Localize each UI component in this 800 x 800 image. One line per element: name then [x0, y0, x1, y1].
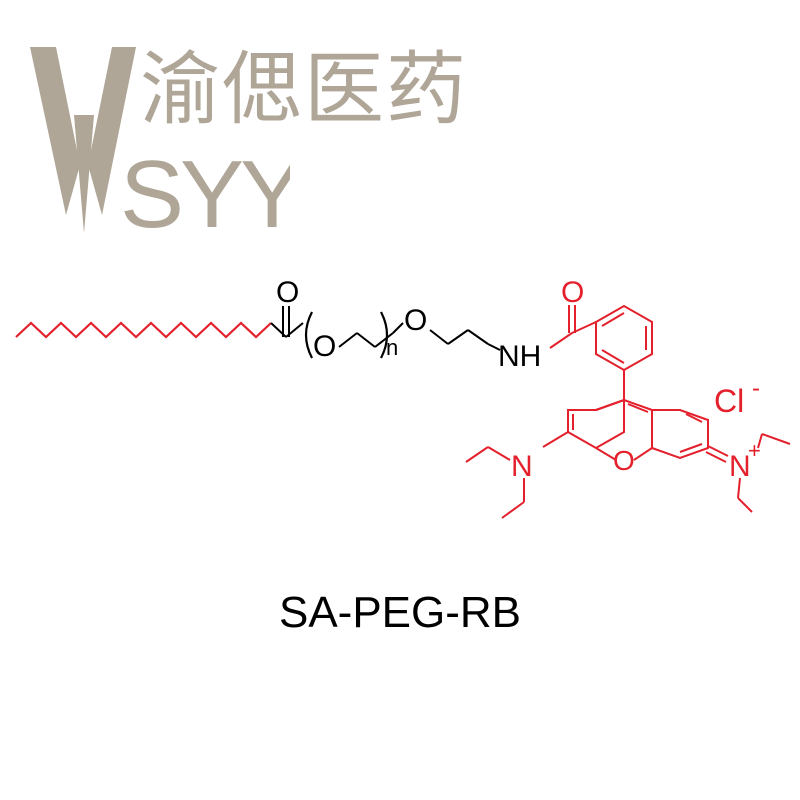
iminium-ethyl-1a — [757, 433, 763, 449]
benzene-double-1 — [601, 312, 625, 327]
xanthene-right-inner-2 — [679, 443, 703, 453]
iminium-nitrogen-label: N — [729, 450, 751, 483]
xanthene-exo-double — [627, 403, 649, 413]
brand-letters: SYY — [120, 145, 290, 240]
company-name: 渝偲医药 — [140, 43, 468, 136]
stearic-acid-chain — [15, 321, 272, 339]
compound-name: SA-PEG-RB — [278, 588, 522, 637]
peg-bond-3 — [374, 332, 394, 348]
brand-letters-text: SYY — [120, 145, 290, 240]
ester-bond — [285, 322, 304, 338]
xanthene-right-inner — [685, 413, 703, 423]
peg-repeat-subscript: n — [386, 335, 398, 360]
benzene-double-3 — [601, 349, 625, 364]
amine-ring-bond — [542, 431, 569, 448]
peg-bond-4 — [392, 322, 404, 334]
iminium-ethyl-1b — [761, 433, 791, 445]
xanthene-left-ring — [567, 398, 625, 450]
xanthene-oxygen-label: O — [613, 445, 635, 476]
iminium-ethyl-2a — [737, 477, 741, 499]
amine-nitrogen-label: N — [511, 450, 533, 483]
iminium-ethyl-2b — [737, 497, 753, 513]
logo-right-wing — [88, 47, 136, 215]
amide-to-ring — [571, 321, 597, 334]
iminium-charge-label: + — [748, 438, 761, 463]
amine-ethyl-1a — [487, 446, 511, 461]
amide-nh-label: NH — [498, 340, 541, 373]
ester-oxygen-label: O — [313, 330, 336, 363]
peg-bond-8 — [487, 343, 501, 351]
benzene-ring — [595, 304, 653, 372]
counter-ion-charge-label: - — [752, 375, 760, 402]
peg-bond-2 — [356, 332, 376, 348]
iminium-double-b — [705, 451, 727, 463]
amide-bond — [549, 332, 573, 349]
xanthene-top-bond-left — [595, 399, 625, 411]
peg-right-bracket — [380, 311, 389, 359]
xanthene-right-ring — [651, 409, 709, 460]
logo-left-wing — [30, 47, 80, 215]
peg-bond-1 — [338, 332, 358, 348]
peg-left-bracket — [304, 311, 313, 359]
logo-center-stem — [74, 115, 94, 233]
chemical-structure: O O n O NH — [15, 276, 791, 519]
amine-ethyl-2b — [501, 501, 525, 519]
company-logo-mark — [30, 47, 136, 233]
peg-bond-6 — [447, 329, 469, 345]
iminium-double-a — [707, 445, 729, 457]
xanthene-o-bond-right — [633, 447, 653, 461]
peg-bond-7 — [467, 329, 489, 345]
xanthene-o-bond-left — [595, 447, 617, 461]
amine-ethyl-1b — [465, 446, 489, 463]
xanthene-top-bond-right — [623, 399, 653, 411]
peg-bond-5 — [429, 329, 449, 345]
counter-ion-label: Cl — [714, 383, 744, 419]
ether-oxygen-label: O — [404, 304, 427, 337]
amide-oxygen-label: O — [561, 276, 584, 309]
carbonyl-oxygen-label: O — [276, 276, 299, 309]
